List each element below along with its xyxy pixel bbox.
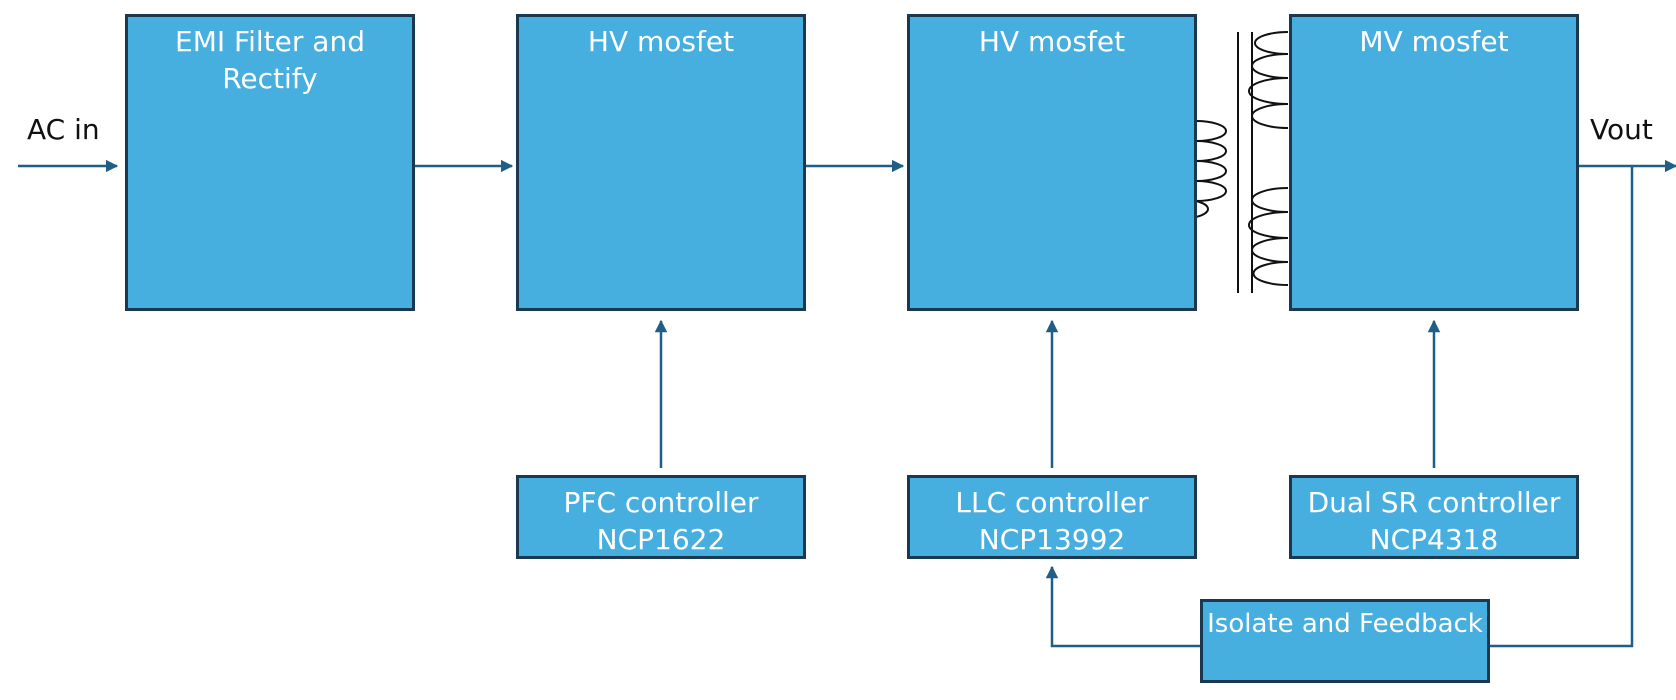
llc-controller-part: NCP13992 [978,523,1126,556]
emi-filter-block: EMI Filter and Rectify [125,14,415,311]
pfc-mosfet-block: HV mosfet [516,14,806,311]
isolate-feedback-label: Isolate and Feedback [1207,609,1483,639]
llc-mosfet-label: HV mosfet [978,25,1126,58]
pfc-controller-part: NCP1622 [596,523,726,556]
llc-controller-name: LLC controller [955,486,1149,519]
ac-in-label: AC in [27,113,100,146]
transformer-icon [1195,31,1289,293]
sr-mosfet-block: MV mosfet [1289,14,1579,311]
vout-label: Vout [1590,113,1653,146]
sr-controller-part: NCP4318 [1369,523,1499,556]
isolate-feedback-block: Isolate and Feedback [1200,599,1490,683]
sr-mosfet-label: MV mosfet [1359,25,1509,58]
feedback-to-llc-arrow [1045,565,1201,648]
vout-feedback-wire [1488,166,1634,648]
pfc-mosfet-label: HV mosfet [587,25,735,58]
sr-controller-name: Dual SR controller [1307,486,1561,519]
pfc-controller-block: PFC controller NCP1622 [516,475,806,559]
pfc-controller-name: PFC controller [563,486,759,519]
llc-controller-block: LLC controller NCP13992 [907,475,1197,559]
emi-filter-label: EMI Filter and Rectify [175,25,365,95]
sr-controller-block: Dual SR controller NCP4318 [1289,475,1579,559]
llc-mosfet-block: HV mosfet [907,14,1197,311]
